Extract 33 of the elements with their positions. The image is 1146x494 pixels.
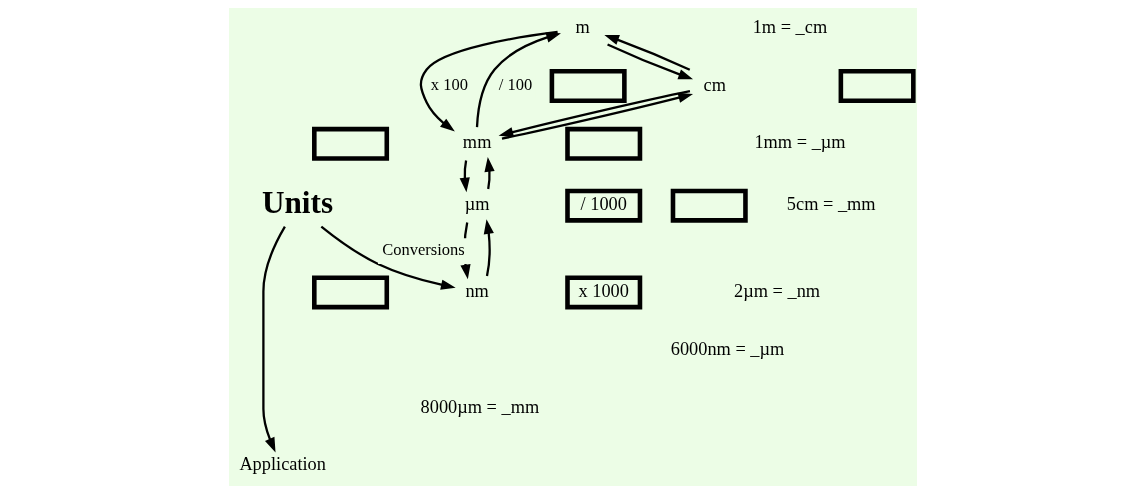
label: 1mm = _µm	[754, 132, 846, 153]
edge-label: / 100	[498, 75, 533, 95]
node-box	[549, 69, 627, 103]
node-text: cm	[703, 74, 726, 95]
node-text: Application	[239, 454, 326, 475]
arrow	[419, 30, 558, 132]
node-box: x 1000	[565, 275, 643, 310]
label: 8000µm = _mm	[420, 396, 540, 417]
arrow	[607, 43, 694, 80]
node-box: / 1000	[565, 188, 643, 223]
edge-label: Conversions	[382, 240, 465, 260]
label: 6000nm = _µm	[670, 338, 785, 359]
node-text: Units	[262, 184, 334, 220]
arrow	[459, 160, 470, 193]
node-box	[565, 126, 643, 161]
arrow	[320, 225, 456, 290]
arrow	[475, 32, 561, 128]
node-text: nm	[465, 280, 489, 301]
node-box	[838, 69, 916, 103]
node-box	[312, 126, 390, 161]
arrow	[484, 157, 495, 190]
node-text: µm	[464, 194, 490, 215]
node-text: m	[575, 16, 590, 37]
arrow	[262, 226, 286, 453]
arrow	[604, 34, 691, 71]
node-box	[312, 275, 390, 310]
edge-label: x 100	[430, 75, 468, 95]
label: 5cm = _mm	[786, 194, 876, 215]
node-box	[670, 188, 748, 223]
label: 2µm = _nm	[734, 280, 821, 301]
label: 1m = _cm	[752, 16, 828, 37]
node-text: mm	[462, 132, 492, 153]
arrow	[483, 219, 494, 277]
